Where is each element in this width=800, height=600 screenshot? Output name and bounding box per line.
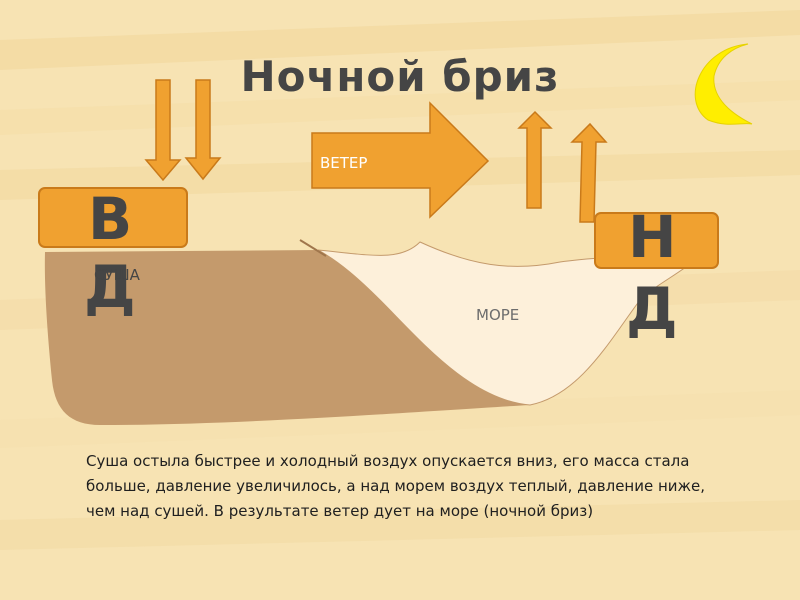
down-arrow-icon [144, 79, 182, 182]
high-pressure-letter-d: Д [84, 253, 136, 321]
down-arrow-icon [184, 79, 222, 181]
up-arrow-icon [517, 110, 553, 209]
land-label: СУША [94, 266, 140, 284]
right-arrow-icon [311, 101, 490, 219]
slide-title: Ночной бриз [240, 52, 560, 101]
high-pressure-box [38, 187, 188, 248]
wind-label: ВЕТЕР [320, 154, 368, 172]
low-pressure-letter-d: Д [626, 275, 678, 343]
sea-shape [317, 239, 713, 406]
high-pressure-letter-v: В [88, 185, 133, 253]
up-arrow-icon [570, 122, 608, 223]
low-pressure-box [594, 212, 719, 269]
sea-label: МОРЕ [476, 306, 520, 324]
land-shape [44, 250, 531, 425]
crescent-moon-icon [694, 43, 753, 125]
coast-marker [299, 239, 327, 257]
description-text: Суша остыла быстрее и холодный воздух оп… [86, 452, 706, 520]
low-pressure-letter-n: Н [628, 203, 677, 271]
